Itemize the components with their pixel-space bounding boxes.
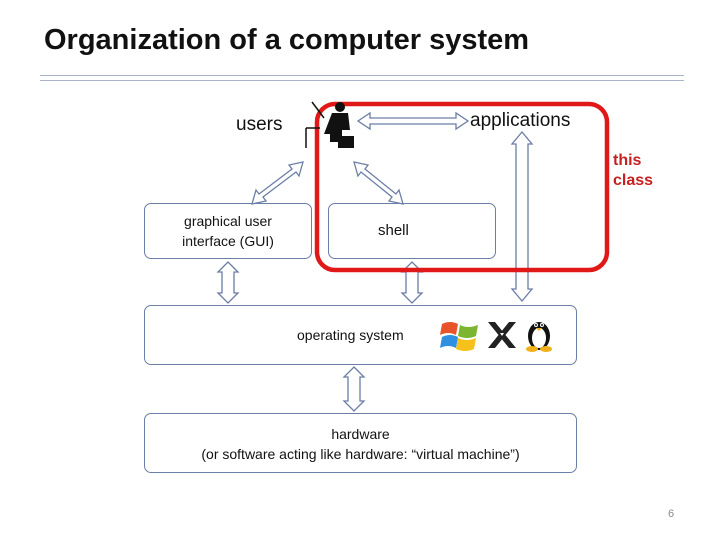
applications-os-arrow	[510, 130, 534, 303]
users-shell-arrow	[353, 161, 404, 205]
gui-box	[144, 203, 312, 259]
title-rule-top	[40, 75, 684, 76]
users-applications-arrow	[356, 111, 470, 131]
gui-label: graphical user interface (GUI)	[150, 211, 306, 251]
user-at-computer-icon	[305, 101, 354, 148]
os-hardware-arrow	[342, 366, 366, 412]
hardware-label-line1: hardware	[331, 426, 390, 442]
hardware-box	[144, 413, 577, 473]
os-label: operating system	[297, 327, 404, 343]
this-class-line1: this	[613, 152, 642, 169]
shell-label: shell	[378, 222, 409, 239]
this-class-label: this class	[613, 151, 653, 191]
linux-tux-icon	[526, 322, 552, 352]
users-gui-arrow	[251, 161, 304, 205]
title-rule-bottom	[40, 80, 684, 81]
gui-label-line2: interface (GUI)	[182, 233, 274, 249]
hardware-label: hardware (or software acting like hardwa…	[150, 424, 571, 464]
page-number: 6	[668, 508, 675, 520]
slide-title: Organization of a computer system	[44, 24, 530, 56]
x-window-logo-icon	[488, 322, 516, 348]
hardware-label-line2: (or software acting like hardware: “virt…	[201, 446, 520, 462]
shell-box	[328, 203, 496, 259]
applications-label: applications	[470, 110, 571, 131]
windows-logo-icon	[440, 322, 478, 351]
users-label: users	[236, 114, 283, 135]
this-class-line2: class	[613, 172, 654, 189]
gui-label-line1: graphical user	[184, 213, 272, 229]
gui-os-arrow	[216, 261, 240, 304]
this-class-highlight	[314, 101, 610, 273]
